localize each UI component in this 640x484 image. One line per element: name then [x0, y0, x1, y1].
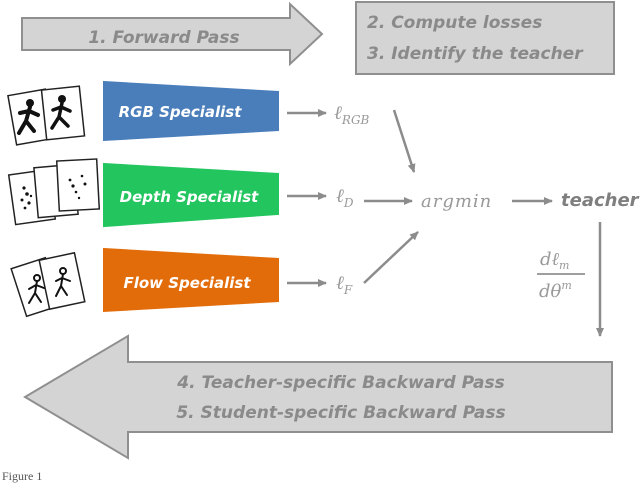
flow-input-frames: [10, 251, 86, 318]
depth-specialist-label: Depth Specialist: [120, 188, 260, 206]
flow-specialist-label: Flow Specialist: [123, 274, 251, 292]
depth-points-icon: [20, 174, 87, 210]
rgb-input-frames: [7, 85, 86, 146]
loss-flow: ℓF: [336, 272, 353, 297]
loss-flow-to-argmin-arrow: [363, 231, 419, 284]
backward-pass-arrow: 4. Teacher-specific Backward Pass 5. Stu…: [23, 334, 613, 460]
running-figure-icon: [17, 99, 40, 135]
depth-specialist: Depth Specialist: [103, 162, 279, 228]
teacher-backward-label: 4. Teacher-specific Backward Pass: [176, 373, 504, 393]
gradient-denominator: dθm: [539, 279, 572, 302]
flow-figure-icon: [28, 267, 71, 304]
gradient-fraction: dℓm dθm: [537, 249, 585, 302]
forward-pass-label: 1. Forward Pass: [88, 28, 239, 48]
loss-rgb-to-argmin-arrow: [392, 109, 416, 173]
forward-pass-arrow: 1. Forward Pass: [21, 1, 324, 67]
loss-depth: ℓD: [336, 185, 354, 210]
rgb-specialist: RGB Specialist: [103, 80, 279, 142]
figure-caption: Figure 1: [2, 469, 43, 483]
compute-losses-label: 2. Compute losses: [367, 13, 542, 33]
rgb-specialist-label: RGB Specialist: [119, 103, 243, 121]
student-backward-label: 5. Student-specific Backward Pass: [176, 403, 505, 423]
loss-rgb: ℓRGB: [334, 102, 370, 127]
depth-input-frames: [7, 158, 101, 226]
flow-specialist: Flow Specialist: [103, 247, 279, 313]
teacher-label: teacher: [561, 190, 640, 211]
identify-teacher-label: 3. Identify the teacher: [367, 44, 584, 64]
gradient-numerator: dℓm: [540, 249, 569, 272]
argmin-label: argmin: [421, 191, 492, 212]
loss-teacher-box: 2. Compute losses 3. Identify the teache…: [355, 1, 615, 75]
running-figure-icon: [50, 95, 72, 130]
